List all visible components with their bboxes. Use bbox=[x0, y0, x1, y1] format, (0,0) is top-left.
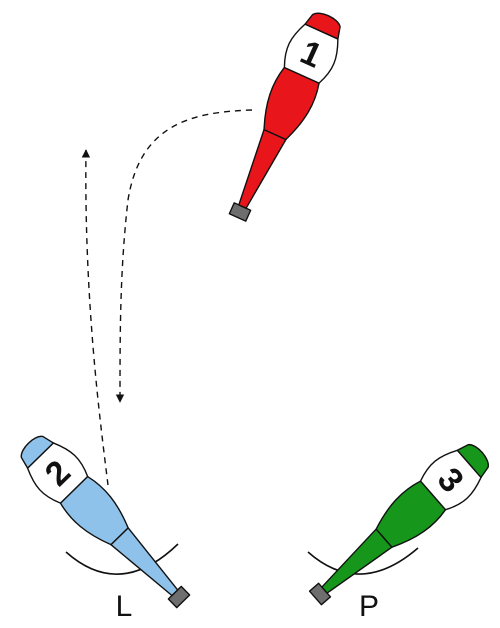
club-1-cap bbox=[304, 12, 341, 40]
club-3: 3 bbox=[308, 443, 489, 606]
club-2: 2 bbox=[20, 435, 191, 609]
right-hand-arc bbox=[307, 547, 419, 575]
club-1-handle bbox=[238, 128, 287, 209]
club-1: 1 bbox=[228, 12, 341, 222]
club-3-handle bbox=[321, 528, 393, 594]
catch-path-down bbox=[115, 109, 253, 403]
club-2-cap bbox=[20, 435, 55, 469]
left-hand-arc bbox=[65, 543, 179, 575]
club-3-cap bbox=[456, 443, 489, 479]
throw-path-up bbox=[81, 149, 109, 486]
left-hand-label: L bbox=[116, 590, 133, 623]
right-hand-label: P bbox=[359, 590, 379, 623]
